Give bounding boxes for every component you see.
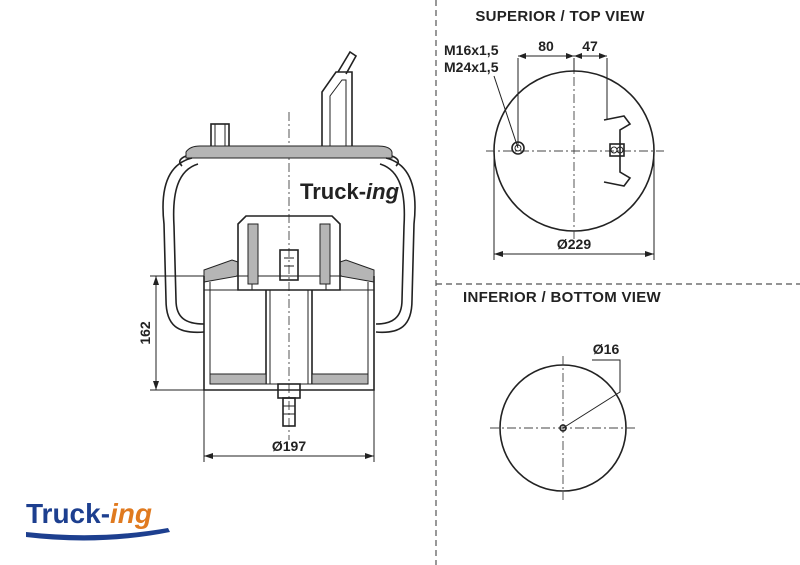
- top-plate: [185, 145, 393, 159]
- top-air-connector: [603, 115, 632, 187]
- bottom-center-hole: [559, 424, 567, 432]
- bottom-bolt-shank: [282, 397, 296, 427]
- piston-body: [203, 276, 375, 391]
- brand-swoosh: [26, 528, 170, 541]
- thread-label-large: M24x1,5: [444, 59, 499, 75]
- side-section-view: 162 Ø197 Truck-ing: [137, 50, 416, 462]
- base-diameter-label: Ø197: [272, 438, 306, 454]
- svg-text:Truck-ing: Truck-ing: [300, 179, 400, 204]
- bottom-view-title: INFERIOR / BOTTOM VIEW: [463, 289, 662, 306]
- hole-diameter-label: Ø16: [593, 341, 620, 357]
- top-plate-stud: [210, 123, 230, 149]
- thread-label-small: M16x1,5: [444, 42, 499, 58]
- top-view: SUPERIOR / TOP VIEW M16x1,5 M24x1,5 80 4…: [444, 8, 664, 260]
- brand-name-accent: ing: [110, 498, 152, 529]
- top-diameter-label: Ø229: [557, 236, 591, 252]
- air-connector-fitting: [321, 71, 353, 146]
- svg-text:Truck-ing: Truck-ing: [26, 498, 152, 529]
- center-stud: [279, 249, 299, 281]
- brand-logo: Truck-ing: [26, 498, 170, 541]
- brand-name-main: Truck-: [26, 498, 110, 529]
- rubber-bellows: [162, 157, 205, 334]
- bottom-view: INFERIOR / BOTTOM VIEW Ø16: [463, 289, 662, 500]
- watermark-logo: Truck-ing: [300, 179, 400, 204]
- piston-crimp-right: [339, 259, 375, 283]
- top-view-title: SUPERIOR / TOP VIEW: [475, 8, 645, 25]
- piston-inner-tube: [237, 215, 341, 291]
- offset-right-label: 47: [582, 38, 598, 54]
- offset-left-label: 80: [538, 38, 554, 54]
- height-dimension-label: 162: [137, 321, 153, 345]
- piston-crimp-left: [203, 259, 239, 283]
